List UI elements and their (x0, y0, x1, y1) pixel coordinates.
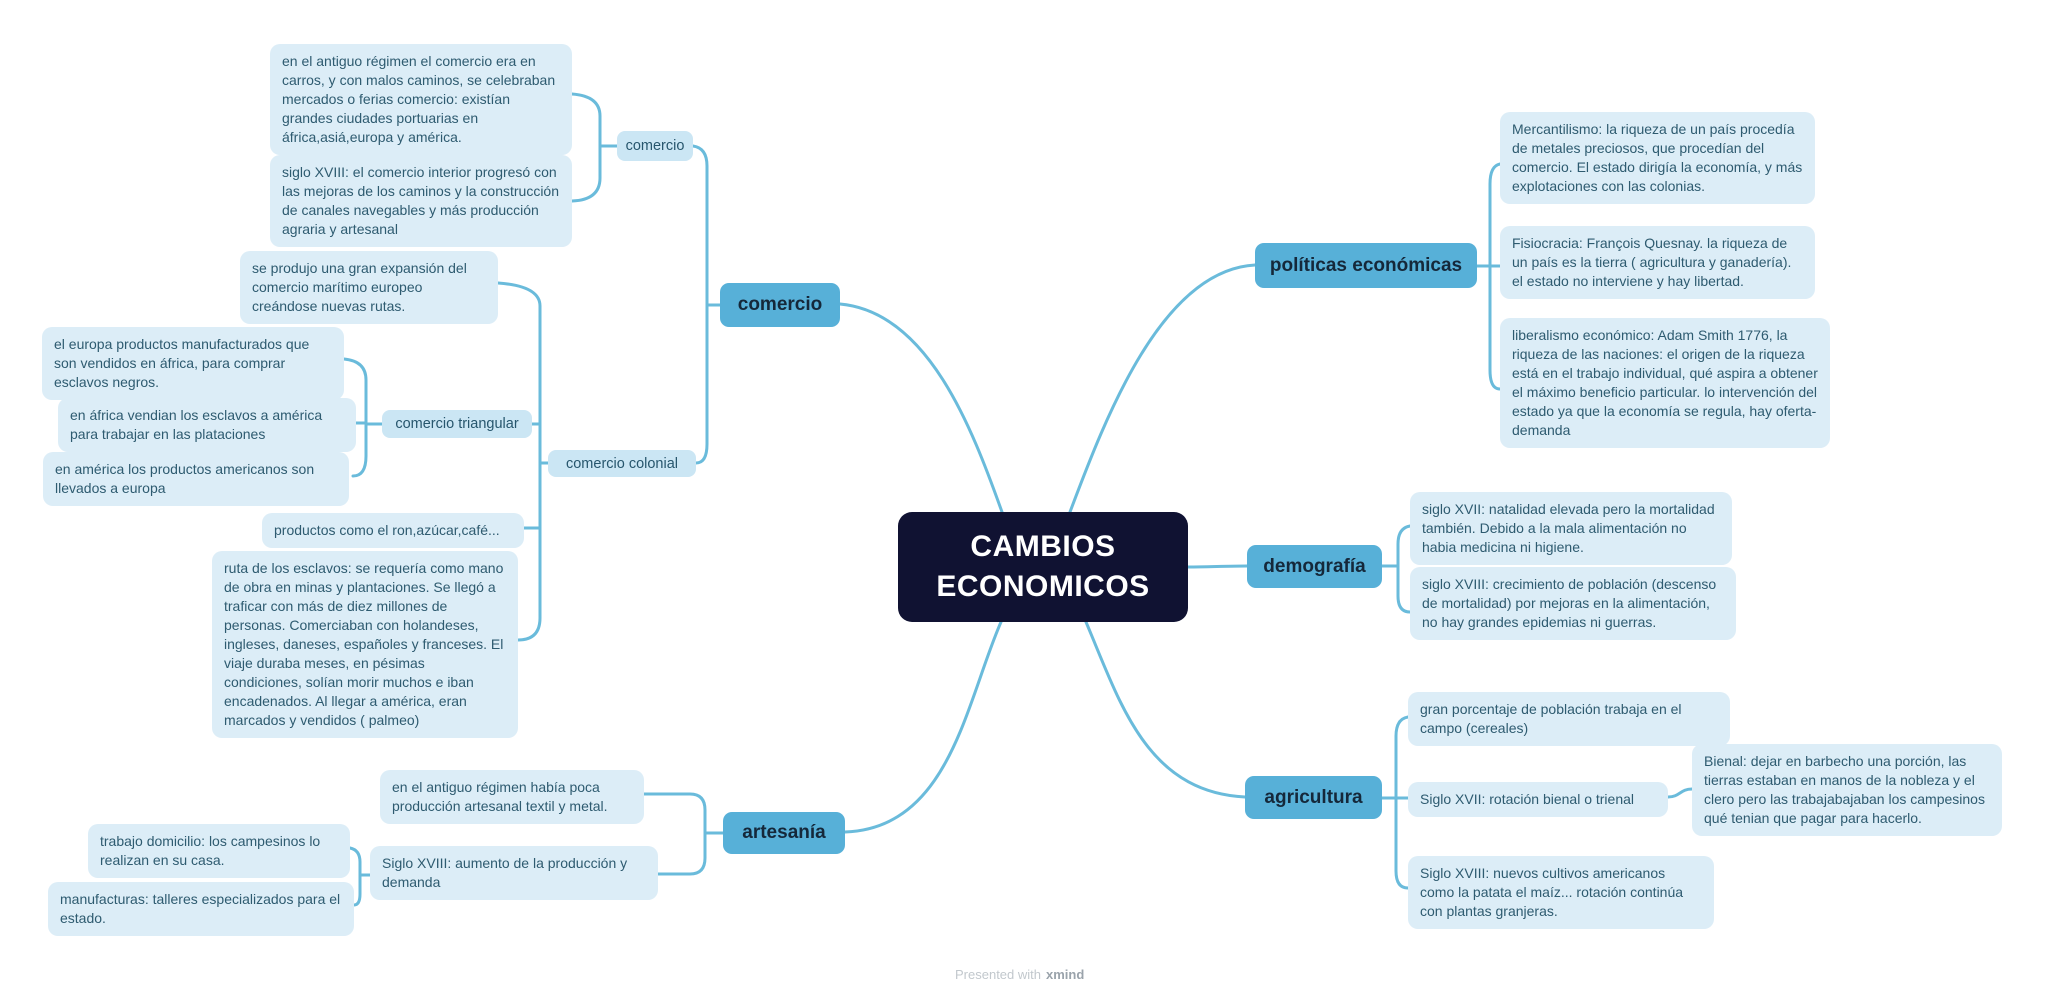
topic-agricultura[interactable]: agricultura (1245, 776, 1382, 819)
bracket-agricultura (1380, 715, 1410, 890)
note-expansion-maritima[interactable]: se produjo una gran expansión del comerc… (240, 251, 498, 325)
connector-central-demografia (1186, 564, 1249, 569)
connector-rotacion-bienal (1666, 787, 1694, 799)
note-triangular-america[interactable]: en américa los productos americanos son … (43, 452, 349, 507)
connector-central-comercio (838, 302, 1004, 514)
note-agricultura-poblacion[interactable]: gran porcentaje de población trabaja en … (1408, 692, 1730, 747)
subtopic-comercio-colonial[interactable]: comercio colonial (548, 450, 696, 477)
bracket-politicas (1475, 162, 1502, 391)
note-comercio-antiguo-regimen[interactable]: en el antiguo régimen el comercio era en… (270, 44, 572, 156)
bracket-comercio-interior (570, 92, 619, 203)
note-demografia-siglo-xviii[interactable]: siglo XVIII: crecimiento de población (d… (1410, 567, 1736, 641)
subtopic-comercio-triangular[interactable]: comercio triangular (382, 410, 532, 438)
footer-presented-text: Presented with (955, 967, 1041, 982)
note-artesania-aumento[interactable]: Siglo XVIII: aumento de la producción y … (370, 846, 658, 901)
xmind-brand: xmind (1046, 967, 1085, 982)
note-manufacturas[interactable]: manufacturas: talleres especializados pa… (48, 882, 354, 937)
note-triangular-africa[interactable]: en áfrica vendian los esclavos a américa… (58, 398, 356, 453)
topic-comercio[interactable]: comercio (720, 283, 840, 327)
note-nuevos-cultivos[interactable]: Siglo XVIII: nuevos cultivos americanos … (1408, 856, 1714, 930)
bracket-comercio-colonial (496, 281, 550, 642)
bracket-comercio-children (691, 144, 722, 465)
note-triangular-europa[interactable]: el europa productos manufacturados que s… (42, 327, 344, 401)
connector-central-agricultura (1084, 620, 1247, 799)
note-comercio-siglo-xviii[interactable]: siglo XVIII: el comercio interior progre… (270, 155, 572, 248)
note-artesania-antiguo-regimen[interactable]: en el antiguo régimen había poca producc… (380, 770, 644, 825)
note-productos[interactable]: productos como el ron,azúcar,café... (262, 513, 524, 549)
note-trabajo-domicilio[interactable]: trabajo domicilio: los campesinos lo rea… (88, 824, 350, 879)
footer: Presented with xmind (955, 967, 1084, 982)
note-mercantilismo[interactable]: Mercantilismo: la riqueza de un país pro… (1500, 112, 1815, 205)
topic-demografia[interactable]: demografía (1247, 545, 1382, 588)
connector-central-politicas (1068, 263, 1257, 514)
connector-central-artesania (843, 620, 1003, 834)
note-ruta-esclavos[interactable]: ruta de los esclavos: se requería como m… (212, 551, 518, 739)
topic-politicas-economicas[interactable]: políticas económicas (1255, 243, 1477, 288)
topic-artesania[interactable]: artesanía (723, 812, 845, 854)
note-demografia-siglo-xvii[interactable]: siglo XVII: natalidad elevada pero la mo… (1410, 492, 1732, 566)
note-bienal-barbecho[interactable]: Bienal: dejar en barbecho una porción, l… (1692, 744, 2002, 837)
bracket-artesania-aumento (348, 846, 372, 907)
bracket-demografia (1380, 524, 1412, 614)
bracket-comercio-triangular (342, 357, 384, 478)
central-topic[interactable]: CAMBIOS ECONOMICOS (898, 512, 1188, 622)
bracket-artesania (642, 792, 725, 876)
note-rotacion-bienal[interactable]: Siglo XVII: rotación bienal o trienal (1408, 782, 1668, 818)
note-fisiocracia[interactable]: Fisiocracia: François Quesnay. la riquez… (1500, 226, 1815, 300)
subtopic-comercio-interior[interactable]: comercio (617, 131, 693, 161)
note-liberalismo[interactable]: liberalismo económico: Adam Smith 1776, … (1500, 318, 1830, 449)
